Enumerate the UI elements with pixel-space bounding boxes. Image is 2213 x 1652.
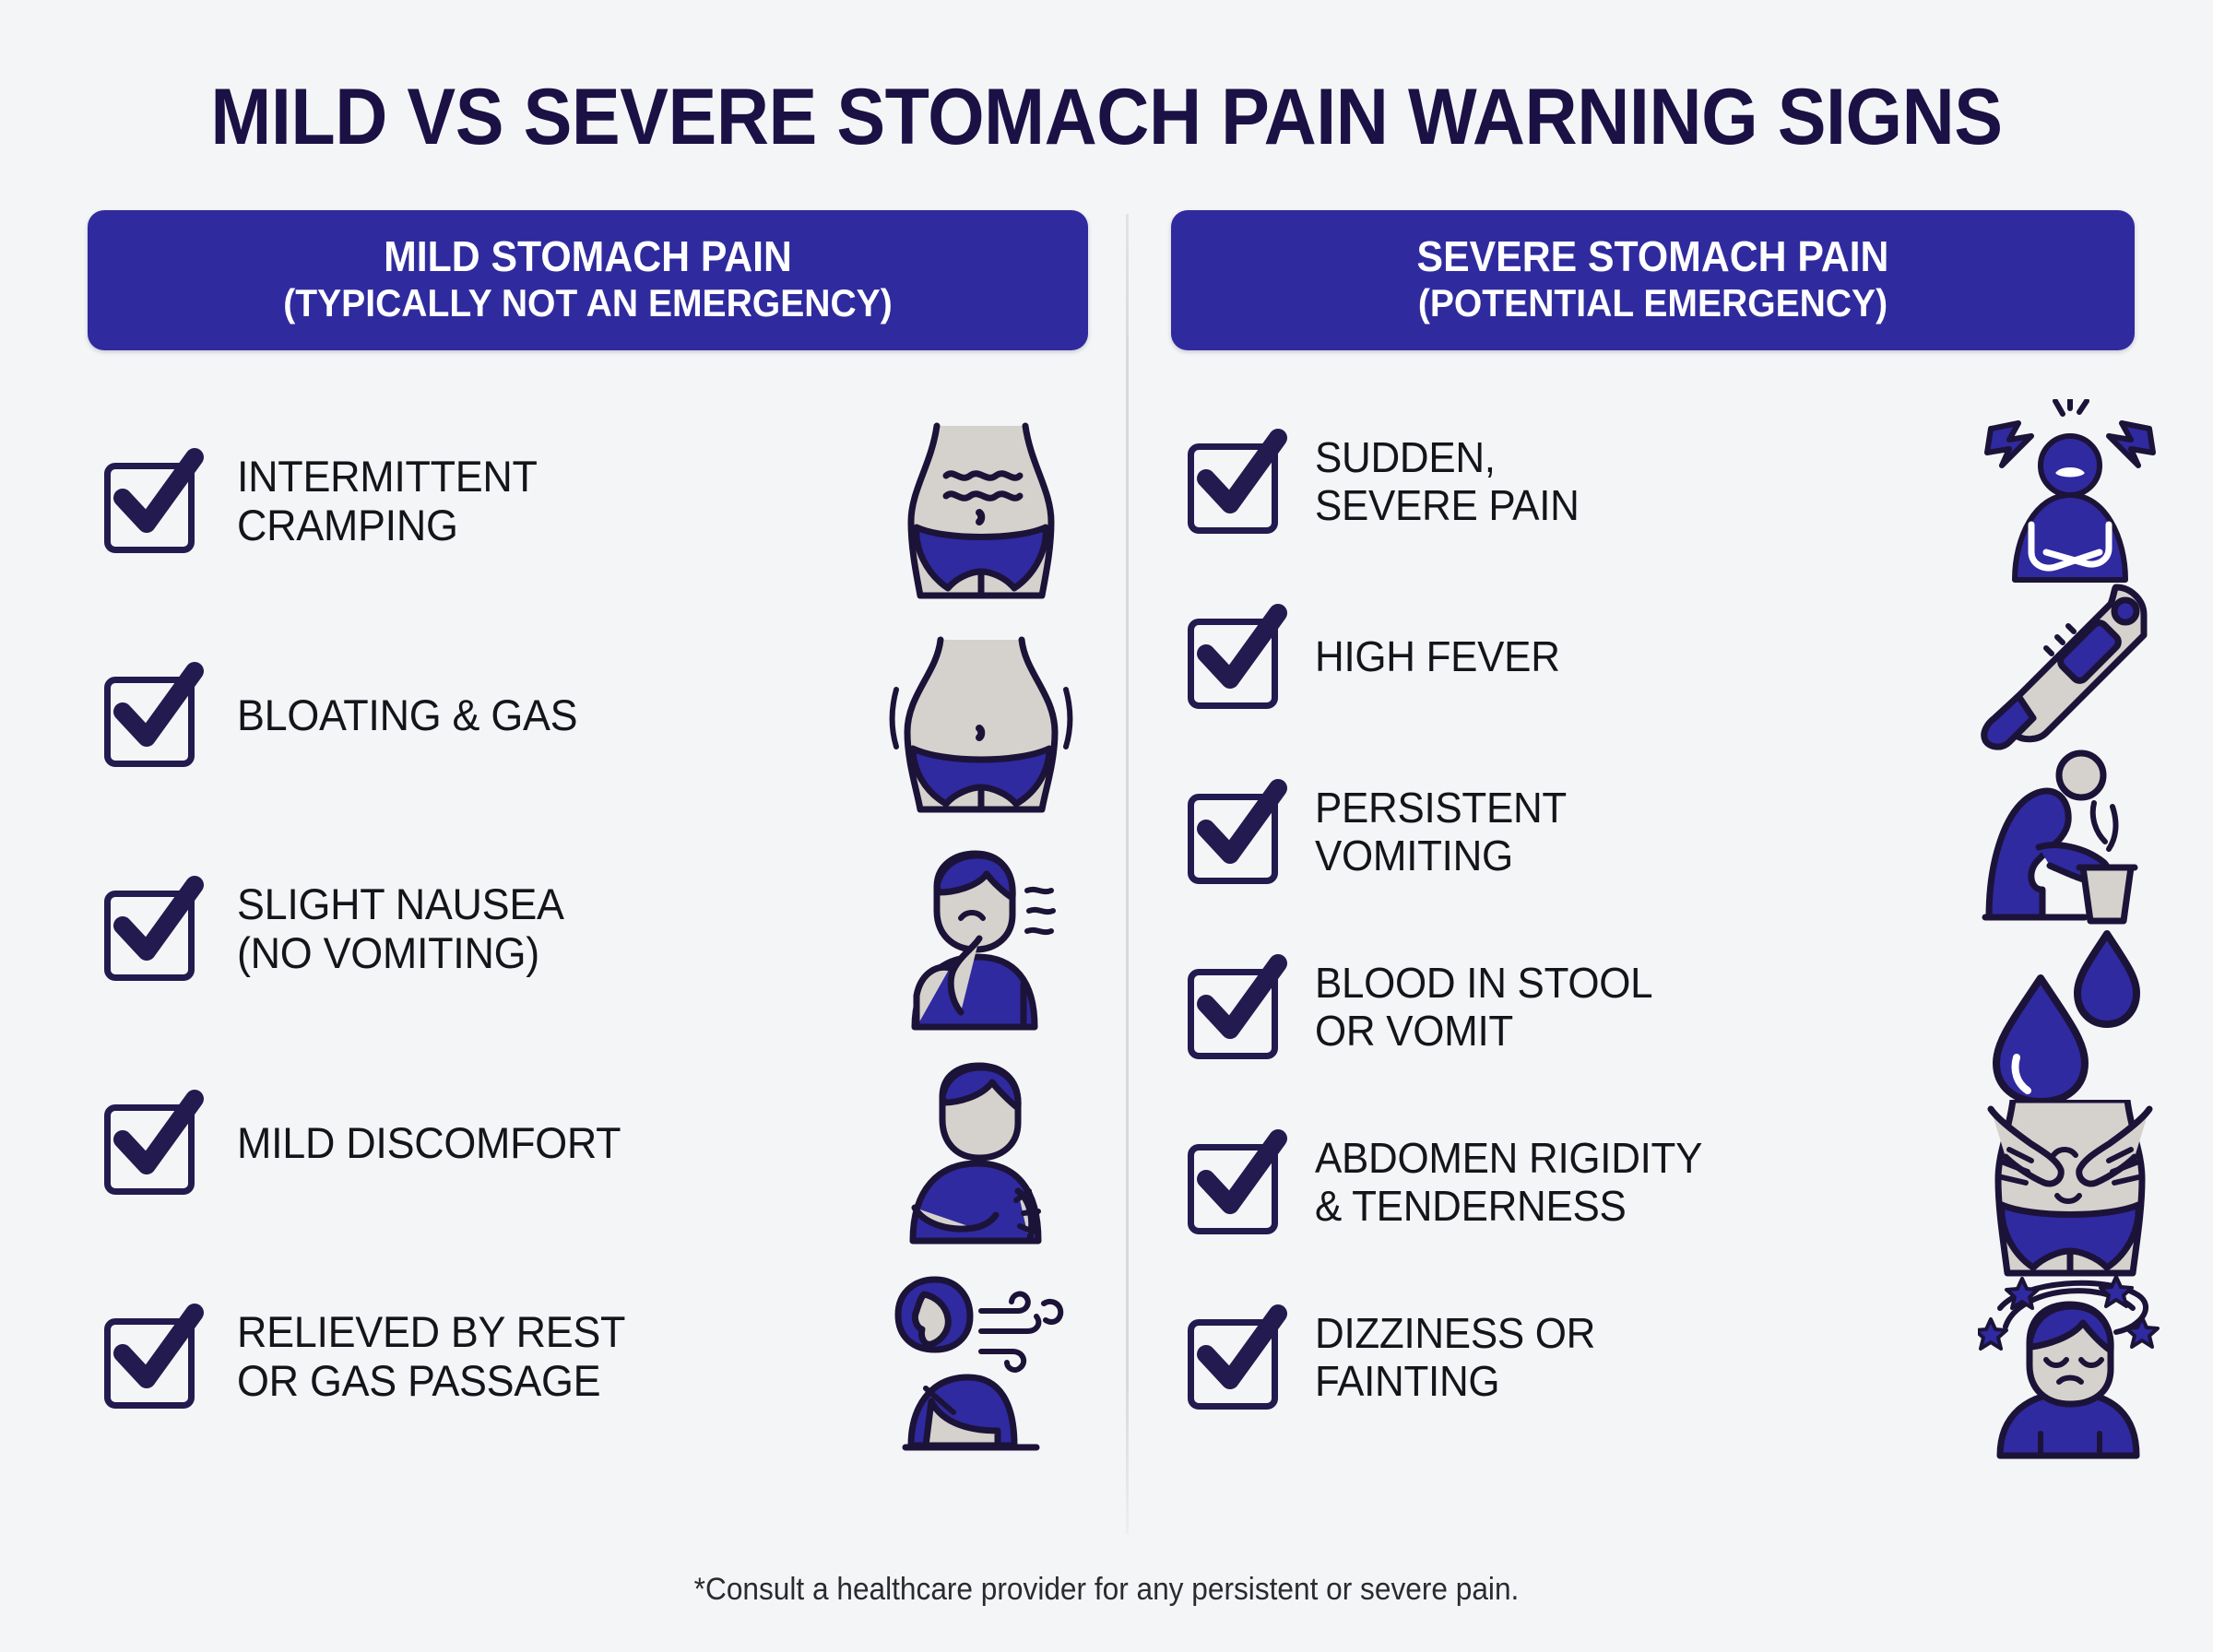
- person-holding-belly-icon: [889, 1060, 1055, 1245]
- checkbox-box: [104, 1103, 195, 1195]
- person-resting-wind-icon: [889, 1274, 1064, 1451]
- severe-column: SEVERE STOMACH PAIN (POTENTIAL EMERGENCY…: [1171, 210, 2160, 1459]
- checkbox-checked[interactable]: [101, 875, 204, 981]
- checkbox-checked[interactable]: [1184, 428, 1287, 534]
- list-item[interactable]: BLOATING & GAS: [88, 608, 1088, 822]
- check-icon: [1197, 953, 1287, 1039]
- list-item-label: MILD DISCOMFORT: [237, 1117, 621, 1167]
- check-icon: [113, 875, 204, 961]
- list-item-label: BLOATING & GAS: [237, 690, 578, 739]
- list-item-label: SUDDEN, SEVERE PAIN: [1315, 433, 1580, 529]
- list-item[interactable]: PERSISTENT VOMITING: [1171, 745, 2138, 925]
- check-icon: [113, 1089, 204, 1174]
- checkbox-box: [1188, 1318, 1278, 1410]
- check-icon: [1197, 1304, 1287, 1389]
- list-item[interactable]: RELIEVED BY REST OR GAS PASSAGE: [88, 1250, 1088, 1464]
- checkbox-checked[interactable]: [1184, 953, 1287, 1059]
- column-divider: [1126, 214, 1129, 1534]
- list-item[interactable]: BLOOD IN STOOL OR VOMIT: [1171, 920, 2140, 1105]
- checkbox-checked[interactable]: [1184, 1128, 1287, 1234]
- person-severe-pain-icon: [1978, 395, 2156, 583]
- check-icon: [113, 447, 204, 533]
- checkbox-box: [1188, 1143, 1278, 1234]
- severe-banner-subtitle: (POTENTIAL EMERGENCY): [1417, 281, 1888, 325]
- checkbox-box: [1188, 793, 1278, 884]
- list-item-label: PERSISTENT VOMITING: [1315, 784, 1567, 879]
- page-title: MILD VS SEVERE STOMACH PAIN WARNING SIGN…: [210, 73, 2003, 161]
- checkbox-checked[interactable]: [1184, 778, 1287, 884]
- list-item[interactable]: HIGH FEVER: [1171, 570, 2148, 750]
- check-icon: [1197, 603, 1287, 689]
- list-item[interactable]: DIZZINESS OR FAINTING: [1171, 1270, 2160, 1459]
- checkbox-checked[interactable]: [1184, 1304, 1287, 1410]
- torso-cramping-icon: [889, 419, 1055, 599]
- severe-banner: SEVERE STOMACH PAIN (POTENTIAL EMERGENCY…: [1171, 210, 2135, 350]
- person-dizzy-icon: [1973, 1274, 2160, 1459]
- check-icon: [1197, 1128, 1287, 1214]
- mild-symptom-list: INTERMITTENT CRAMPING: [88, 395, 1088, 1464]
- footer-note: *Consult a healthcare provider for any p…: [693, 1572, 1520, 1607]
- checkbox-checked[interactable]: [101, 1303, 204, 1409]
- checkbox-checked[interactable]: [101, 661, 204, 767]
- list-item[interactable]: MILD DISCOMFORT: [88, 1036, 1088, 1250]
- list-item[interactable]: SUDDEN, SEVERE PAIN: [1171, 395, 2156, 583]
- torso-bloating-icon: [889, 632, 1073, 813]
- checkbox-checked[interactable]: [1184, 603, 1287, 709]
- check-icon: [1197, 428, 1287, 513]
- list-item-label: BLOOD IN STOOL OR VOMIT: [1315, 959, 1653, 1055]
- mild-banner-title: MILD STOMACH PAIN: [384, 232, 792, 280]
- checkbox-box: [104, 462, 195, 553]
- checkbox-box: [104, 1317, 195, 1409]
- thermometer-icon: [1978, 574, 2148, 750]
- severe-banner-title: SEVERE STOMACH PAIN: [1416, 232, 1889, 280]
- person-nausea-icon: [889, 846, 1056, 1031]
- list-item-label: HIGH FEVER: [1315, 632, 1560, 681]
- list-item-label: DIZZINESS OR FAINTING: [1315, 1309, 1596, 1405]
- list-item[interactable]: SLIGHT NAUSEA (NO VOMITING): [88, 822, 1088, 1036]
- mild-banner: MILD STOMACH PAIN (TYPICALLY NOT AN EMER…: [88, 210, 1088, 350]
- checkbox-box: [104, 676, 195, 767]
- checkbox-box: [104, 890, 195, 981]
- blood-drops-icon: [1978, 925, 2144, 1105]
- list-item-label: INTERMITTENT CRAMPING: [237, 452, 538, 549]
- list-item-label: SLIGHT NAUSEA (NO VOMITING): [237, 879, 564, 977]
- list-item[interactable]: ABDOMEN RIGIDITY & TENDERNESS: [1171, 1095, 2153, 1277]
- check-icon: [1197, 778, 1287, 864]
- hands-on-abdomen-icon: [1978, 1096, 2153, 1277]
- list-item[interactable]: INTERMITTENT CRAMPING: [88, 395, 1088, 608]
- list-item-label: RELIEVED BY REST OR GAS PASSAGE: [237, 1307, 626, 1405]
- list-item-label: ABDOMEN RIGIDITY & TENDERNESS: [1315, 1134, 1703, 1230]
- person-vomiting-bucket-icon: [1978, 749, 2144, 925]
- mild-banner-subtitle: (TYPICALLY NOT AN EMERGENCY): [283, 281, 893, 325]
- severe-symptom-list: SUDDEN, SEVERE PAIN: [1171, 395, 2160, 1459]
- mild-column: MILD STOMACH PAIN (TYPICALLY NOT AN EMER…: [88, 210, 1088, 1464]
- check-icon: [113, 1303, 204, 1388]
- checkbox-checked[interactable]: [101, 1089, 204, 1195]
- checkbox-checked[interactable]: [101, 447, 204, 553]
- checkbox-box: [1188, 442, 1278, 534]
- checkbox-box: [1188, 968, 1278, 1059]
- checkbox-box: [1188, 618, 1278, 709]
- check-icon: [113, 661, 204, 747]
